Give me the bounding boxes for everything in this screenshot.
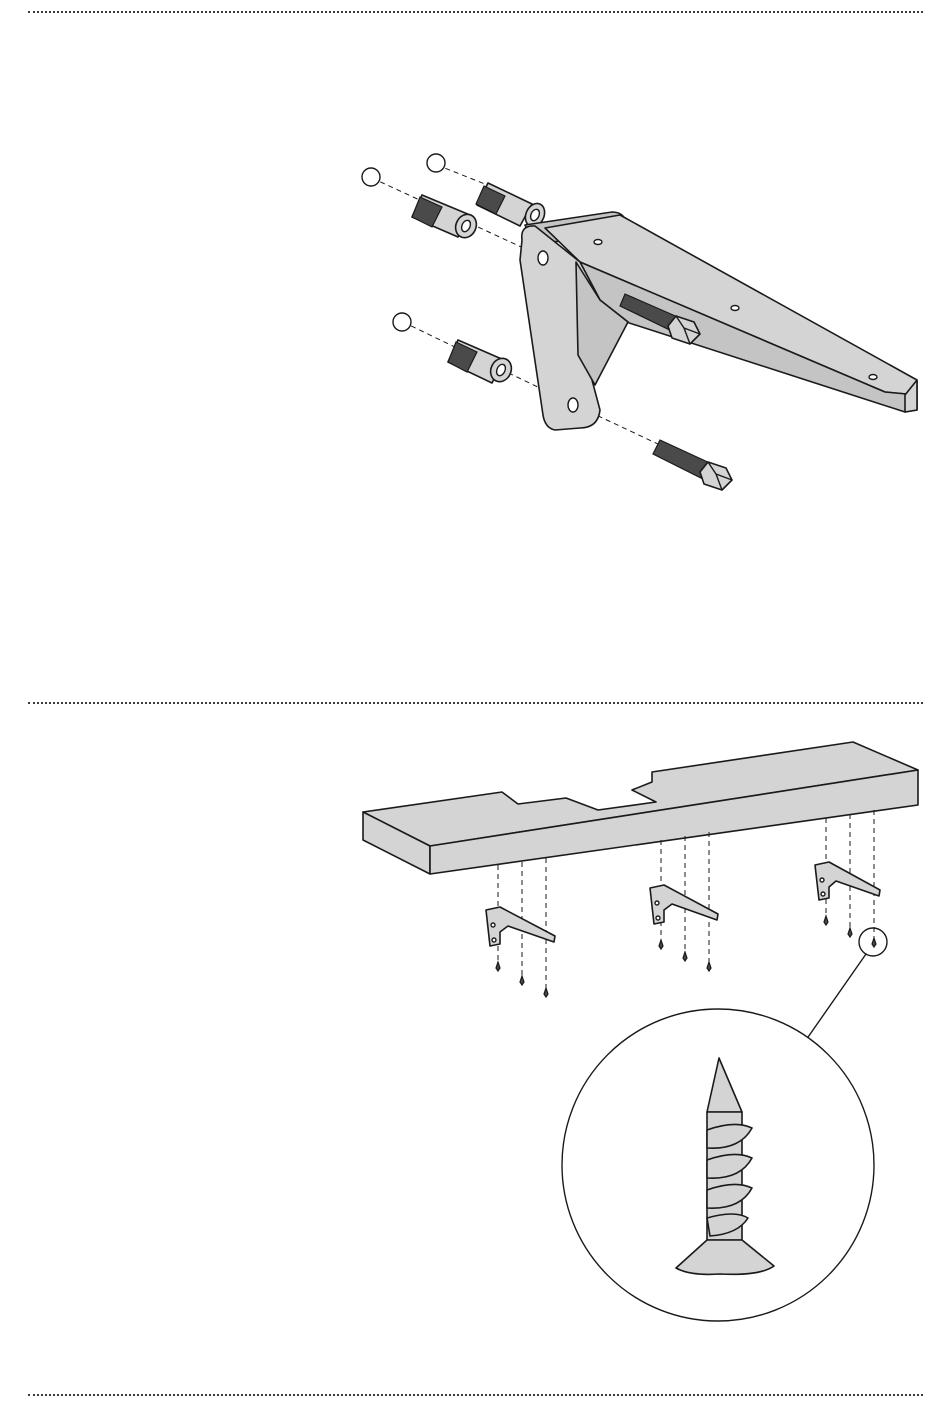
mini-bracket-3: [815, 862, 880, 900]
mini-bracket-1: [486, 907, 555, 946]
detail-leader-line: [806, 954, 866, 1040]
bracket-hole-top: [538, 251, 548, 265]
wall-mounting-panel: [0, 0, 950, 700]
bracket-hole-bottom: [568, 398, 578, 412]
mini-bracket-2: [650, 885, 718, 924]
bracket-arm-hole-1: [594, 240, 602, 245]
bracket-arm-hole-3: [869, 375, 877, 380]
drill-hole-marker-1: [362, 168, 380, 186]
leader-line-upper: [437, 165, 490, 186]
bottom-divider: [28, 1394, 923, 1396]
drill-hole-marker-3: [393, 313, 411, 331]
shelf-board: [363, 742, 918, 874]
drill-hole-marker-2: [427, 154, 445, 172]
wall-plug-lower: [448, 340, 515, 385]
wall-plug-upper-left: [412, 195, 480, 241]
bracket-arm-hole-2: [731, 306, 739, 311]
bracket: [520, 212, 917, 430]
wood-screws: [496, 916, 876, 997]
lag-bolt-lower: [653, 440, 732, 490]
shelf-attachment-panel: [0, 700, 950, 1394]
